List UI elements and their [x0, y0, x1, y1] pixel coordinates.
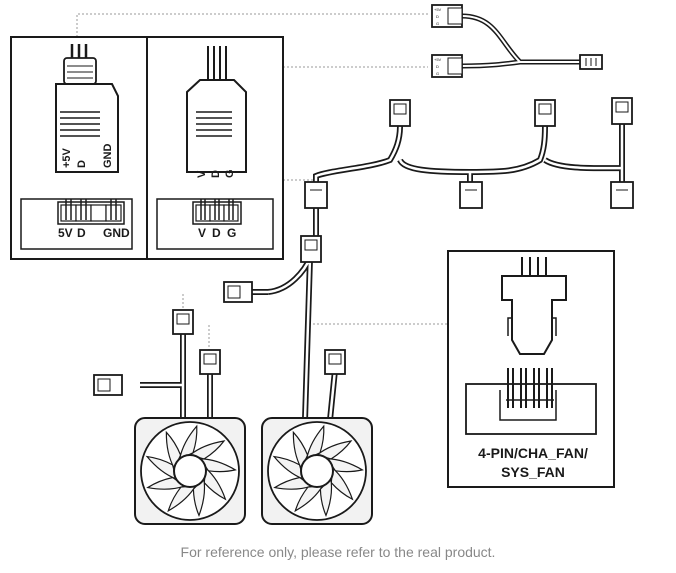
- fan-plug-mid-b: [199, 349, 221, 375]
- argb-header-pin-2: D: [77, 226, 86, 240]
- splitter-plug-a-pin-1: +5V: [434, 7, 442, 12]
- splitter-plug-b-pin-3: G: [436, 71, 439, 76]
- argb-header: 5V D GND: [20, 198, 133, 250]
- fan-header-panel: 4-PIN/CHA_FAN/ SYS_FAN: [447, 250, 615, 488]
- harness-plug-2: [534, 99, 556, 127]
- fan-header-socket: [465, 368, 597, 435]
- fan-header-plug: [501, 257, 567, 355]
- fan-left: [134, 417, 246, 525]
- fan-plug-side-b: [93, 374, 123, 396]
- splitter-plug-b: +5V D G: [431, 54, 463, 78]
- rgb-plug-pin-3: G: [224, 169, 236, 178]
- argb-header-pin-3: GND: [103, 226, 130, 240]
- reference-note: For reference only, please refer to the …: [180, 544, 496, 560]
- argb-plug-pin-1: +5V: [61, 147, 73, 168]
- argb-plug: +5V D GND: [55, 44, 119, 173]
- argb-connector-panel: +5V D GND 5V D GND: [10, 36, 148, 260]
- rgb-plug-pin-1: V: [196, 170, 208, 178]
- argb-plug-pin-3: GND: [102, 144, 114, 169]
- argb-header-pin-1: 5V: [58, 226, 73, 240]
- splitter-plug-a-pin-3: G: [436, 21, 439, 26]
- rgb-header: V D G: [156, 198, 274, 250]
- splitter-plug-b-pin-1: +5V: [434, 57, 442, 62]
- rgb-header-pin-3: G: [227, 226, 236, 240]
- rgb-plug-pin-2: D: [210, 170, 222, 178]
- fan-harness: [304, 97, 634, 240]
- harness-plug-5: [459, 181, 483, 209]
- splitter-plug-a-pin-2: D: [436, 14, 439, 19]
- splitter-plug-a: +5V D G: [431, 4, 463, 28]
- rgb-plug: V D G: [186, 46, 247, 178]
- fan-plug-top: [300, 235, 322, 263]
- rgb-connector-panel: V D G V D G: [146, 36, 284, 260]
- splitter-plug-b-pin-2: D: [436, 64, 439, 69]
- argb-plug-pin-2: D: [76, 160, 88, 168]
- fan-plug-side-a: [223, 281, 253, 303]
- fan-plug-mid-a: [172, 309, 194, 335]
- fan-header-label-line1: 4-PIN/CHA_FAN/: [478, 445, 588, 461]
- splitter-cable: +5V D G +5V D G: [431, 4, 603, 78]
- fan-cables: [93, 235, 346, 421]
- rgb-header-pin-1: V: [198, 226, 206, 240]
- harness-plug-6: [610, 181, 634, 209]
- harness-plug-1: [389, 99, 411, 127]
- rgb-header-pin-2: D: [212, 226, 221, 240]
- fan-plug-mid-c: [324, 349, 346, 375]
- harness-plug-3: [611, 97, 633, 125]
- fan-header-label-line2: SYS_FAN: [501, 464, 565, 480]
- harness-plug-4: [304, 181, 328, 209]
- fan-right: [261, 417, 373, 525]
- splitter-plug-c: [579, 54, 603, 70]
